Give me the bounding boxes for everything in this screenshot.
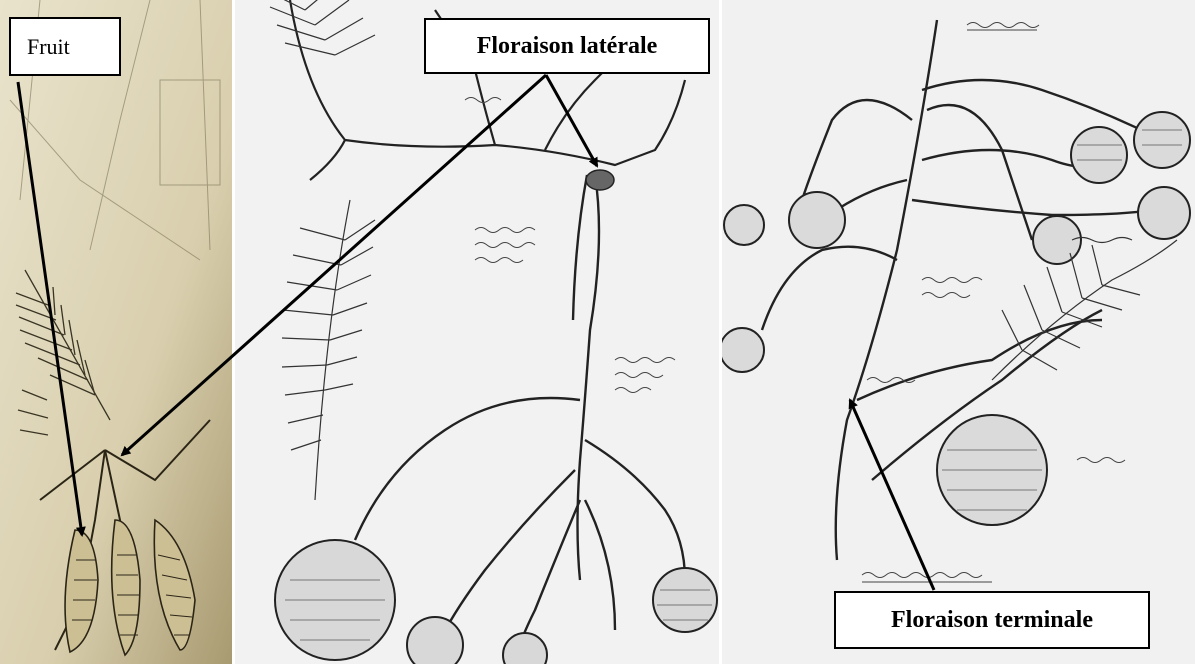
middle-sketch-panel	[235, 0, 719, 664]
terminal-flowering-label: Floraison terminale	[834, 591, 1150, 649]
right-sketch-panel	[722, 0, 1195, 664]
right-sketch-image	[722, 0, 1195, 664]
middle-sketch-image	[235, 0, 719, 664]
left-sketch-image	[0, 0, 232, 664]
left-sketch-panel	[0, 0, 232, 664]
fruit-label: Fruit	[9, 17, 121, 76]
lateral-flowering-label: Floraison latérale	[424, 18, 710, 74]
